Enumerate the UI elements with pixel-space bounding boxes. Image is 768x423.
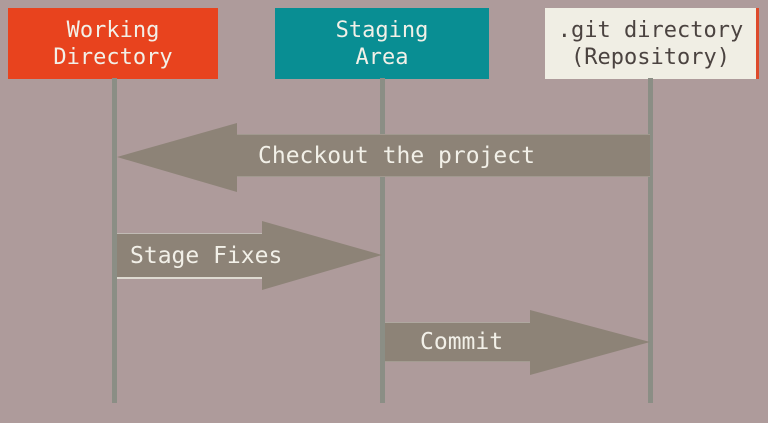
node-working-directory: Working Directory: [8, 8, 218, 79]
commit-arrowhead-right-icon: [530, 310, 650, 375]
stage-fixes-arrow-label: Stage Fixes: [130, 243, 283, 269]
node-staging-area: Staging Area: [275, 8, 489, 79]
node-label-line: Area: [355, 44, 409, 70]
node-label-line: Working: [66, 17, 160, 43]
lifeline-staging-area: [380, 78, 385, 403]
checkout-arrow-label: Checkout the project: [258, 143, 535, 169]
checkout-arrow-shaft: [237, 134, 650, 177]
node-label-line: .git directory: [557, 17, 744, 43]
node-label-line: Directory: [53, 44, 173, 70]
lifeline-git-directory: [648, 78, 653, 403]
checkout-arrowhead-left-icon: [117, 123, 237, 192]
commit-arrow-label: Commit: [420, 329, 504, 355]
lifeline-working-directory: [112, 78, 117, 403]
stage-fixes-arrowhead-right-icon: [262, 221, 382, 290]
node-label-line: Staging: [335, 17, 429, 43]
node-label-line: (Repository): [571, 44, 730, 70]
commit-arrow-shaft: [385, 322, 530, 362]
stage-fixes-arrow-shaft: [117, 233, 262, 279]
node-git-directory: .git directory (Repository): [545, 8, 759, 79]
